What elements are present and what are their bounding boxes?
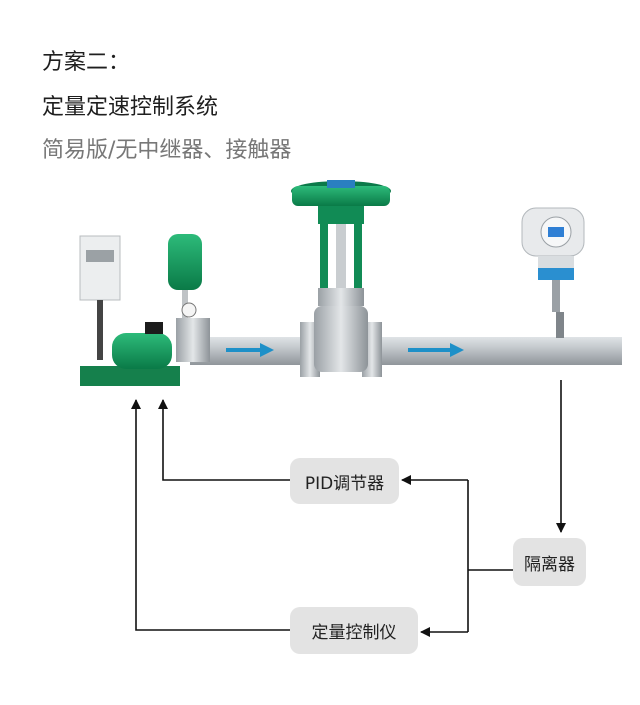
connector-pid-to-pump	[158, 399, 290, 481]
flow-arrow-icon	[226, 343, 274, 357]
connector-isolator-split	[467, 480, 513, 632]
pump-unit-icon	[79, 234, 210, 386]
version-note: 简易版/无中继器、接触器	[42, 138, 292, 163]
system-subtitle: 定量定速控制系统	[42, 95, 219, 120]
scheme-title: 方案二：	[42, 50, 131, 75]
control-valve-icon	[291, 180, 391, 377]
pid-controller-node: PID调节器	[290, 458, 399, 504]
flowmeter-icon	[521, 207, 585, 338]
connector-controller-to-pump	[131, 399, 290, 631]
isolator-node: 隔离器	[513, 538, 586, 586]
flow-arrow-icon	[408, 343, 464, 357]
quantitative-controller-node: 定量控制仪	[290, 607, 418, 654]
